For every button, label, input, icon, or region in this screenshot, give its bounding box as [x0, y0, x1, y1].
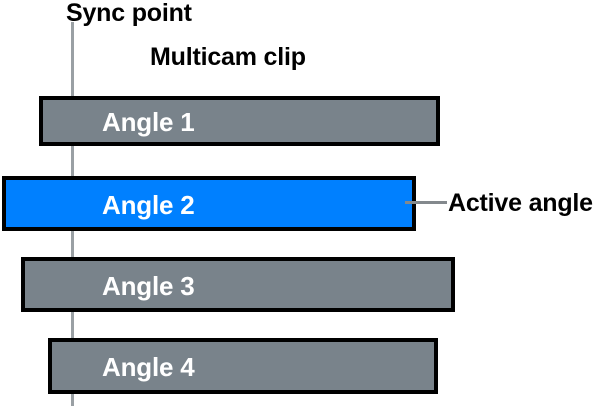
sync-point-label: Sync point: [66, 0, 192, 27]
angle-bar-3-label: Angle 3: [102, 271, 195, 301]
angle-bar-4[interactable]: [48, 338, 438, 394]
angle-bar-3[interactable]: [21, 257, 455, 312]
angle-bar-1[interactable]: [39, 96, 440, 146]
angle-bar-4-label: Angle 4: [102, 352, 195, 382]
angle-bar-1-label: Angle 1: [102, 107, 195, 137]
multicam-clip-label: Multicam clip: [150, 43, 306, 71]
angle-bar-2-active[interactable]: [2, 176, 416, 231]
active-angle-leader-line: [405, 201, 447, 204]
active-angle-label: Active angle: [448, 189, 593, 217]
angle-bar-2-label: Angle 2: [102, 190, 195, 220]
